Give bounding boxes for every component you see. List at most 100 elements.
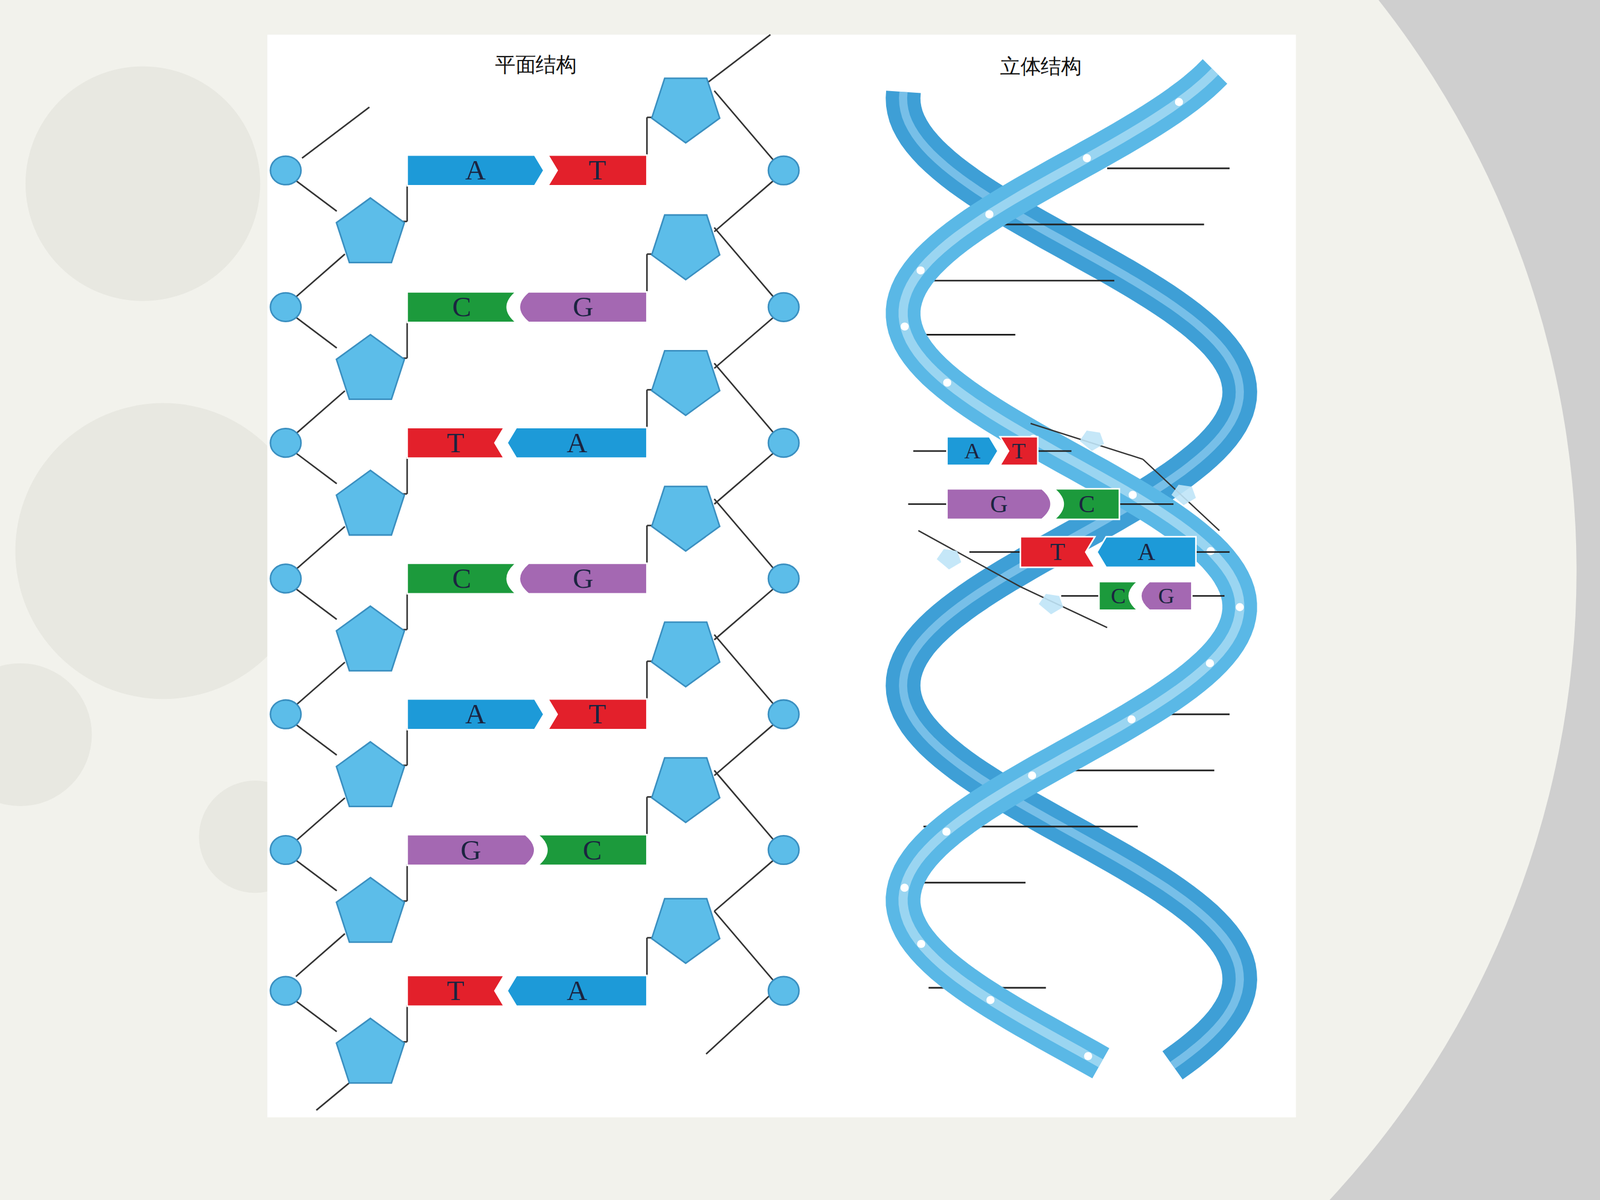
sugar-pentagon [936, 548, 962, 570]
phosphate-circle [270, 564, 302, 593]
helix-strand [903, 71, 1240, 1064]
helix-dot [916, 266, 925, 275]
helix-dot [942, 827, 951, 837]
phosphate-circle [768, 428, 799, 457]
bond-line [646, 253, 648, 293]
sugar-pentagon [336, 877, 405, 943]
bond-line [296, 390, 345, 434]
helix-dot [1082, 153, 1092, 163]
base-letter: C [1053, 488, 1120, 520]
phosphate-circle [270, 835, 302, 864]
bond-line [714, 724, 774, 776]
base-shape-path [1140, 581, 1192, 610]
base-letter: A [507, 427, 648, 459]
sugar-pentagon [1038, 593, 1064, 615]
base-box: A [507, 427, 648, 459]
base-box: G [407, 834, 535, 865]
base-letter: C [537, 834, 648, 865]
bond-line [296, 453, 337, 484]
phosphate-circle [270, 428, 302, 457]
sugar-pentagon [651, 486, 720, 552]
base-shape-path [407, 427, 504, 459]
sugar-pentagon [651, 78, 720, 143]
bond-line [296, 253, 345, 297]
helix-dot [1206, 546, 1215, 555]
bond-line [646, 525, 648, 565]
helix-dot [943, 378, 952, 387]
bond-line [714, 180, 774, 232]
base-letter: C [407, 291, 517, 323]
base-shape-path [507, 427, 648, 459]
bond-line [406, 864, 408, 902]
phosphate-circle [270, 292, 302, 322]
helix-dot [985, 210, 994, 219]
bond-line [714, 911, 774, 981]
sugar-pentagon [1171, 484, 1197, 505]
helix-dot [1206, 659, 1215, 668]
base-letter: G [407, 834, 535, 865]
bond-line [714, 363, 774, 433]
helix-dot [1128, 490, 1138, 499]
bond-line [296, 1001, 337, 1032]
base-shape-path [407, 563, 517, 594]
sugar-pentagon [336, 470, 405, 535]
base-shape-path [1000, 436, 1038, 465]
bond-line [1107, 167, 1230, 170]
base-box: A [946, 436, 998, 465]
bond-line [646, 390, 648, 429]
helix-dot [1083, 1052, 1093, 1061]
bond-line [706, 995, 771, 1055]
bond-line [706, 34, 771, 84]
base-letter: A [507, 975, 648, 1007]
base-box: G [519, 563, 648, 594]
bond-line [1020, 586, 1108, 628]
phosphate-circle [270, 976, 302, 1005]
bond-line [1142, 459, 1220, 532]
bond-line [714, 634, 774, 704]
base-shape-path [537, 834, 648, 865]
bond-line [969, 551, 1021, 553]
base-box: A [407, 155, 544, 186]
base-box: G [519, 291, 648, 323]
bond-line [714, 860, 774, 912]
sugar-pentagon [336, 1018, 405, 1083]
base-letter: T [407, 975, 504, 1007]
base-shape-path [407, 698, 544, 730]
base-letter: T [407, 427, 504, 459]
base-box: A [407, 698, 544, 730]
base-box: G [946, 488, 1051, 520]
bond-line [714, 588, 774, 640]
helix-dot [900, 883, 909, 893]
bond-line [714, 90, 774, 160]
helix-dot [1027, 771, 1037, 780]
base-box: C [407, 563, 517, 594]
base-letter: A [1096, 536, 1196, 568]
phosphate-circle [768, 976, 799, 1005]
sugar-pentagon [651, 898, 720, 964]
base-shape-path [1096, 536, 1196, 568]
base-box: G [1140, 581, 1192, 610]
base-shape-path [1053, 488, 1120, 520]
base-box: C [1053, 488, 1120, 520]
base-box: A [1096, 536, 1196, 568]
sugar-pentagon [651, 350, 720, 415]
section-title: 平面结构 [495, 51, 577, 79]
bond-line [296, 526, 345, 570]
base-letter: G [946, 488, 1051, 520]
base-letter: T [1020, 536, 1095, 568]
base-letter: C [407, 563, 517, 594]
base-shape-path [946, 488, 1051, 520]
phosphate-circle [270, 700, 302, 729]
deco-circle [0, 663, 92, 807]
bond-line [1196, 551, 1230, 553]
bond-line [296, 933, 345, 977]
base-shape-path [507, 975, 648, 1007]
phosphate-circle [768, 835, 799, 864]
base-box: T [547, 698, 647, 730]
sugar-pentagon [1079, 430, 1104, 452]
base-letter: C [1098, 581, 1138, 610]
bond-line [1191, 595, 1225, 597]
bond-line [302, 107, 370, 159]
bond-line [406, 184, 408, 222]
